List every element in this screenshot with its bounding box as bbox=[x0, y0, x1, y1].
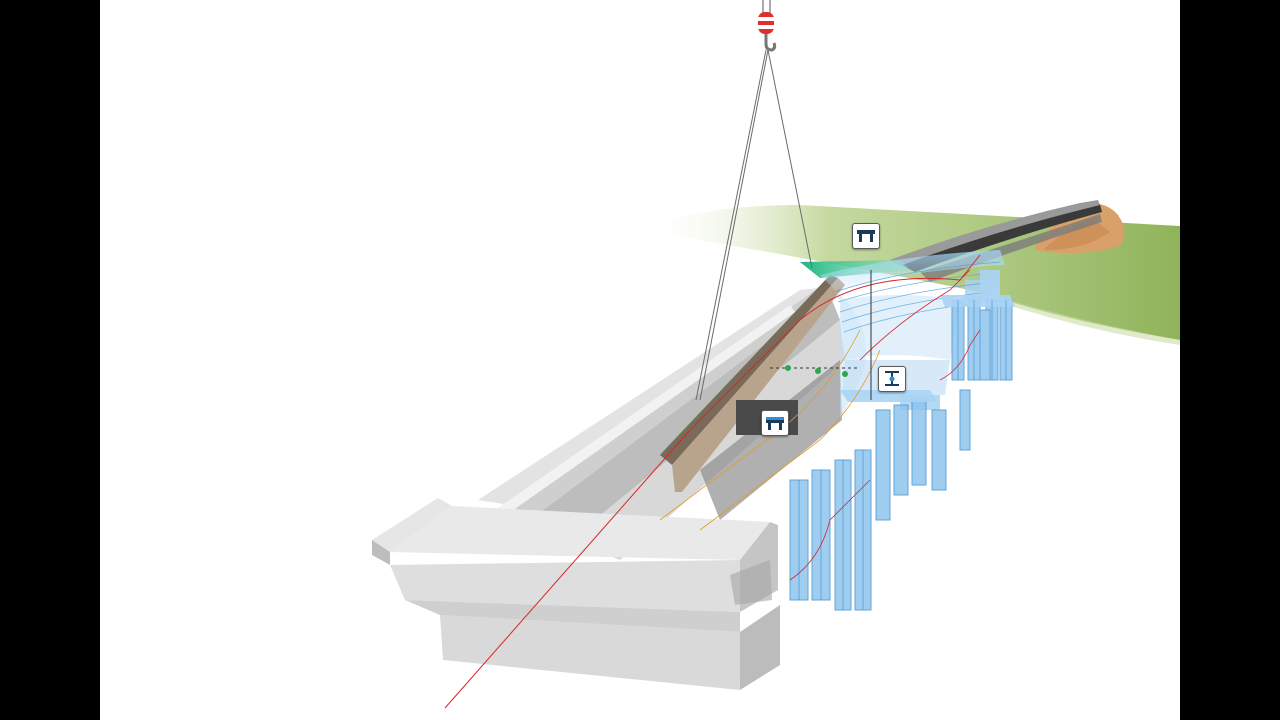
crane-hook-icon bbox=[758, 0, 777, 52]
crane-cables bbox=[695, 49, 813, 401]
bridge-section-icon bbox=[857, 230, 875, 242]
survey-points bbox=[785, 365, 848, 377]
pier-bearing-marker[interactable] bbox=[878, 366, 906, 392]
bridge-section-icon bbox=[766, 417, 784, 430]
bridge-3d-viewport[interactable] bbox=[100, 0, 1180, 720]
pier-bearing-icon bbox=[885, 371, 899, 386]
bridge-section-marker-mid[interactable] bbox=[761, 410, 789, 436]
bridge-scene bbox=[372, 0, 1180, 709]
piers bbox=[789, 270, 1015, 611]
abutment bbox=[372, 498, 780, 690]
bridge-section-marker-top[interactable] bbox=[852, 223, 880, 249]
